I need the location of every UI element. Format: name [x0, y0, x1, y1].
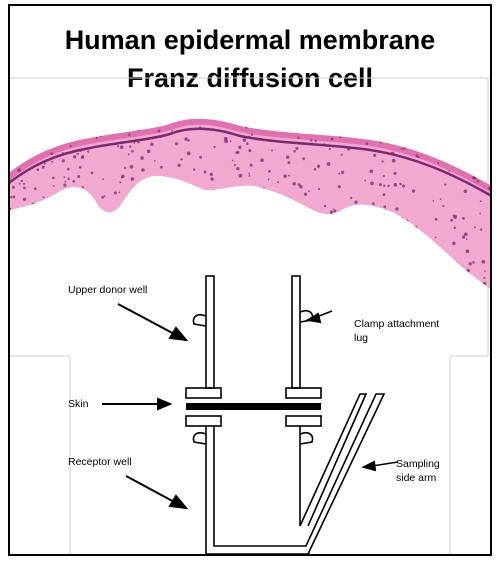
label-upper-donor-well: Upper donor well: [68, 284, 147, 297]
label-skin: Skin: [68, 398, 88, 411]
label-clamp-attachment-line1: Clamp attachment: [354, 318, 439, 331]
skin-membrane: [186, 403, 321, 410]
donor-wall-left: [206, 276, 214, 388]
arrow-clamp-lug-head: [308, 314, 320, 322]
upper-flange-left: [186, 388, 221, 398]
clamp-lug-lower-left: [194, 433, 207, 444]
donor-wall-right: [292, 276, 300, 388]
lower-flange-right: [286, 416, 321, 426]
arrow-donor-well: [118, 304, 178, 336]
nucleus-dot: [491, 235, 492, 238]
label-sampling-line1: Sampling: [396, 458, 440, 471]
clamp-lug-lower-right: [300, 433, 313, 444]
sampling-arm-inner: [300, 394, 366, 526]
arrow-donor-well-head: [170, 328, 186, 340]
arrow-sampling-arm: [372, 462, 398, 466]
nucleus-dot: [491, 170, 492, 172]
label-sampling-line2: side arm: [396, 472, 436, 485]
arrow-receptor-well: [126, 476, 178, 504]
nucleus-dot: [491, 211, 492, 214]
arrow-receptor-well-head: [170, 496, 186, 508]
arrow-skin-head: [158, 399, 170, 409]
arrow-sampling-arm-head: [364, 462, 375, 470]
nucleus-dot: [490, 204, 492, 206]
label-clamp-attachment-line2: lug: [354, 332, 368, 345]
sampling-arm-outer: [300, 394, 384, 554]
label-receptor-well: Receptor well: [68, 456, 132, 469]
upper-flange-right: [286, 388, 321, 398]
lower-flange-left: [186, 416, 221, 426]
diagram-frame: Human epidermal membrane Franz diffusion…: [8, 4, 492, 556]
receptor-wall-left-inner: [214, 426, 300, 546]
clamp-lug-upper-left: [194, 315, 207, 326]
